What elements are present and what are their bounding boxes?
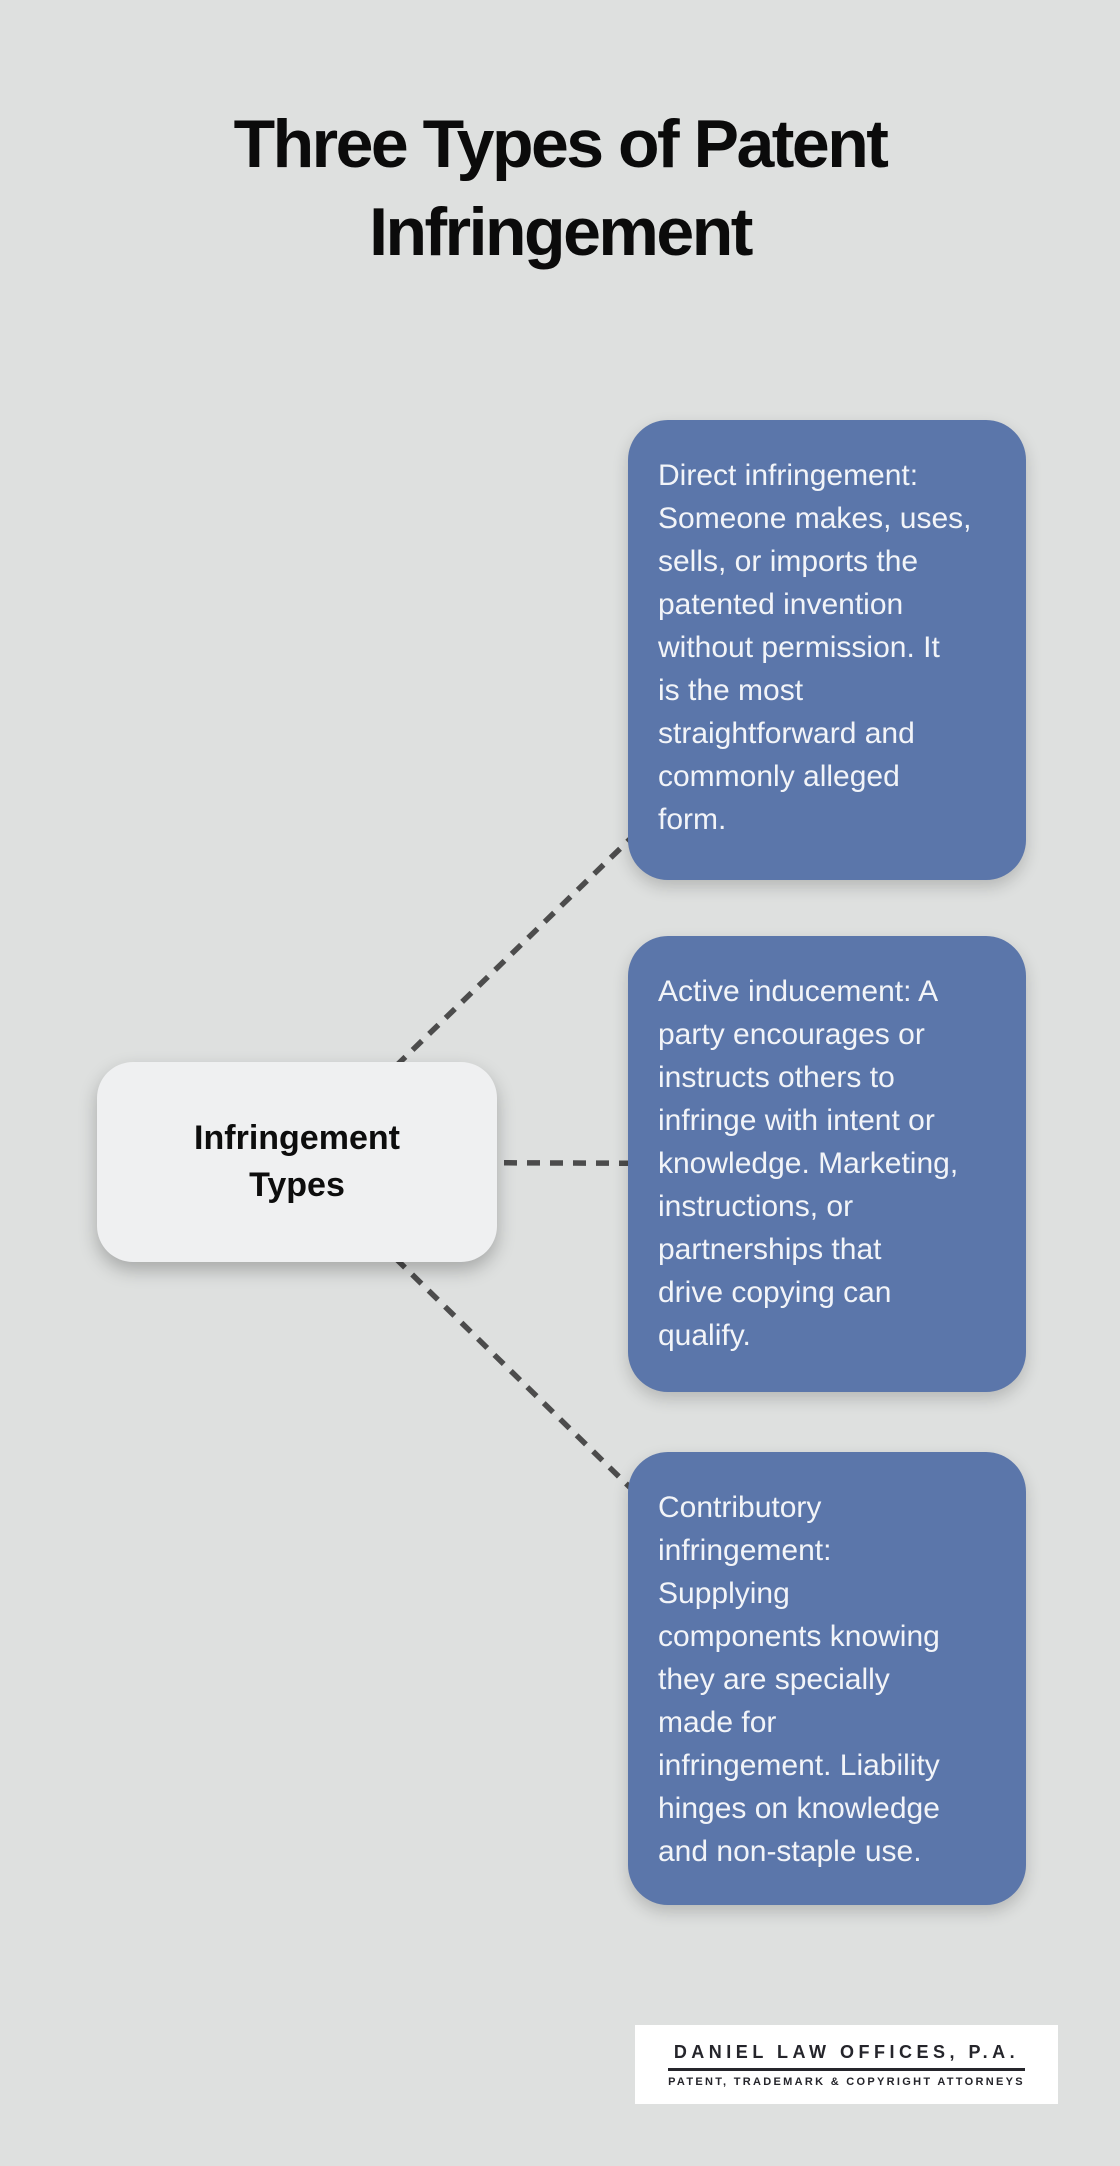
page-title: Three Types of Patent Infringement xyxy=(233,106,889,270)
firm-logo-tagline: PATENT, TRADEMARK & COPYRIGHT ATTORNEYS xyxy=(668,2075,1025,2088)
branch-text-contributory-infringement: Contributory infringement: Supplying com… xyxy=(658,1491,940,1868)
branch-box-active-inducement: Active inducement: A party encourages or… xyxy=(628,936,1026,1392)
firm-logo-inner: DANIEL LAW OFFICES, P.A. PATENT, TRADEMA… xyxy=(668,2042,1025,2088)
branch-text-direct-infringement: Direct infringement: Someone makes, uses… xyxy=(658,459,972,836)
firm-logo-name: DANIEL LAW OFFICES, P.A. xyxy=(668,2042,1025,2071)
branch-text-active-inducement: Active inducement: A party encourages or… xyxy=(658,975,959,1352)
branch-box-direct-infringement: Direct infringement: Someone makes, uses… xyxy=(628,420,1026,880)
branch-box-contributory-infringement: Contributory infringement: Supplying com… xyxy=(628,1452,1026,1905)
center-node-infringement-types: Infringement Types xyxy=(97,1062,497,1262)
firm-logo: DANIEL LAW OFFICES, P.A. PATENT, TRADEMA… xyxy=(635,2025,1058,2104)
center-node-label: Infringement Types xyxy=(194,1119,400,1204)
